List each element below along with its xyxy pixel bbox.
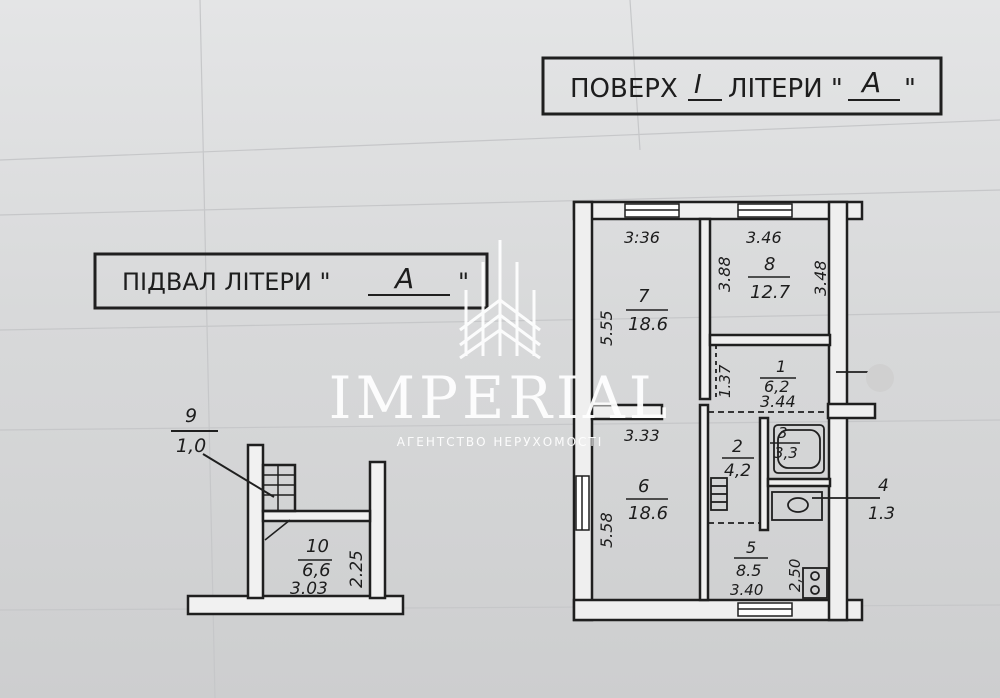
room7-width: 3:36 — [624, 228, 660, 247]
room7-area: 18.6 — [628, 314, 668, 335]
room6-area: 18.6 — [628, 503, 668, 524]
room2-area: 4,2 — [724, 461, 751, 481]
floor-plan-fixtures — [708, 345, 880, 599]
room8-depth-right: 3.48 — [811, 260, 830, 296]
basement-title-letter: А — [393, 262, 414, 295]
floor-labels: 3:36 7 18.6 5.55 3.46 8 12.7 3.88 3.48 1… — [597, 228, 895, 599]
room3-number: 3 — [778, 424, 788, 442]
room7-number: 7 — [638, 286, 650, 307]
room8-width: 3.46 — [746, 228, 782, 247]
room5-number: 5 — [746, 538, 756, 557]
room10-area: 6,6 — [302, 560, 331, 581]
floor-title-end: " — [904, 74, 916, 104]
room5-depth: 2,50 — [786, 559, 804, 592]
toilet — [771, 491, 823, 521]
room9-number: 9 — [185, 405, 197, 427]
watermark-logo-icon — [459, 240, 541, 360]
room10-number: 10 — [306, 536, 329, 557]
room1-area: 6,2 — [764, 377, 789, 396]
room6-width: 3.33 — [624, 426, 660, 445]
room4-number: 4 — [878, 476, 889, 496]
room3-area: 3,3 — [774, 444, 798, 462]
room8-area: 12.7 — [750, 282, 791, 303]
room1-width: 3.44 — [760, 392, 796, 411]
basement-title-box: ПІДВАЛ ЛІТЕРИ " А " — [93, 252, 489, 310]
room6-depth: 5.58 — [597, 512, 616, 548]
scan-spot — [866, 364, 894, 392]
room5-area: 8.5 — [736, 561, 761, 580]
room10-width: 3.03 — [290, 579, 328, 599]
room2-number: 2 — [732, 437, 743, 457]
room5-width: 3.40 — [730, 581, 763, 599]
basement-plan — [171, 430, 405, 616]
room10-depth: 2.25 — [347, 550, 367, 588]
room7-depth: 5.55 — [597, 310, 616, 346]
bathtub — [773, 424, 825, 474]
floor-title-prefix: ПОВЕРХ — [570, 74, 678, 104]
floor-title-letter: А — [860, 66, 881, 99]
basement-title-end: " — [458, 268, 469, 296]
basement-title-prefix: ПІДВАЛ ЛІТЕРИ " — [122, 268, 330, 296]
room9-area: 1,0 — [176, 435, 206, 457]
room8-number: 8 — [764, 254, 775, 275]
floor-plan-windows — [575, 203, 793, 617]
watermark-brand: IMPERIAL — [329, 364, 672, 432]
room8-depth-left: 3.88 — [715, 256, 734, 292]
watermark-tagline: АГЕНТСТВО НЕРУХОМОСТІ — [397, 435, 604, 449]
floor-title-mid: ЛІТЕРИ " — [728, 74, 843, 104]
stove — [802, 567, 828, 599]
basement-labels: 9 1,0 10 6,6 3.03 2.25 — [176, 405, 367, 599]
room1-number: 1 — [776, 357, 786, 376]
floor-title-box: ПОВЕРХ I ЛІТЕРИ " А " — [541, 56, 943, 116]
room4-area: 1.3 — [868, 504, 895, 524]
room1-depth: 1.37 — [716, 364, 734, 398]
room6-number: 6 — [638, 476, 649, 497]
floor-title-number: I — [694, 70, 702, 100]
